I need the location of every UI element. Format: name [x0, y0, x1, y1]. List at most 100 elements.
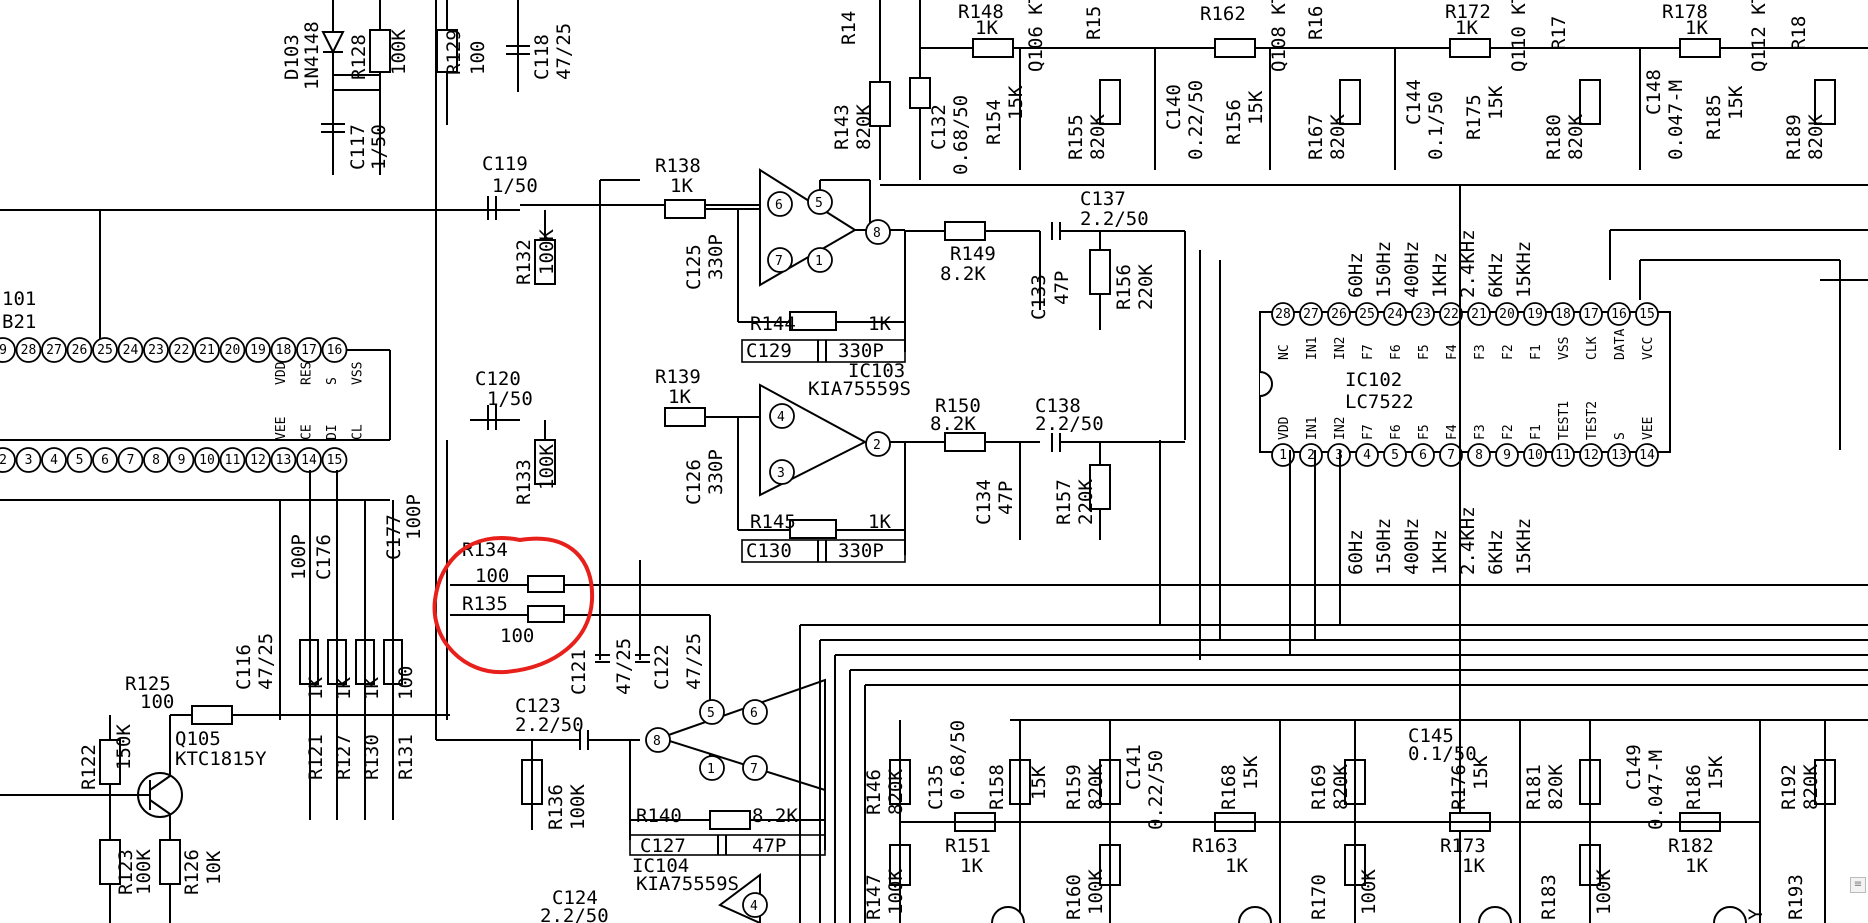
top-right-ladder: R14 R143 820K C132 0.68/50 R148 1K Q106 … — [831, 0, 1868, 186]
r189-value: 820K — [1805, 114, 1827, 160]
r143-ref: R143 — [831, 104, 853, 150]
r138-value: 1K — [670, 175, 693, 197]
resistor-r140 — [709, 810, 751, 830]
r163-ref: R163 — [1192, 835, 1238, 857]
r151-value: 1K — [960, 855, 983, 877]
r122-ref: R122 — [78, 744, 100, 790]
ic103-value: KIA75559S — [808, 378, 911, 400]
ic101-bottom-pin-number: 13 — [276, 453, 292, 468]
r125-ref: R125 — [125, 673, 171, 695]
r183-value: 100K — [1593, 869, 1615, 915]
resistor-r145 — [789, 519, 837, 539]
r193-ref: R193 — [1785, 874, 1807, 920]
r128-value: 100K — [388, 29, 410, 75]
ic102-top-func-label: VSS — [1557, 337, 1572, 360]
c122-value: 47/25 — [683, 633, 705, 690]
ic102-bottom-func-label: TEST2 — [1585, 401, 1600, 440]
ic102-top-pin-circle — [1299, 302, 1323, 326]
c130-value: 330P — [838, 540, 884, 562]
ic104-value: KIA75559S — [636, 873, 739, 895]
resistor-r135 — [527, 605, 565, 623]
c126-value: 330P — [705, 449, 727, 495]
ic102-bottom-pin-number: 4 — [1363, 448, 1371, 463]
ic102-top-pin-number: 23 — [1415, 307, 1431, 322]
r125-value: 100 — [140, 691, 174, 713]
freq-bottom-label: 60Hz — [1345, 529, 1367, 575]
ic101-bottom-pin-number: 14 — [301, 453, 317, 468]
ic102-bottom-pin-number: 5 — [1391, 448, 1399, 463]
r145-value: 1K — [868, 511, 891, 533]
freq-top-label: 150Hz — [1373, 241, 1395, 298]
ic102-bottom-func-label: VDD — [1277, 416, 1292, 440]
ic101-bottom-pin-number: 12 — [250, 453, 266, 468]
ic102-top-pin-number: 22 — [1443, 307, 1459, 322]
r172-value: 1K — [1455, 17, 1478, 39]
ic102-top-pin-number: 21 — [1471, 307, 1487, 322]
ic102-top-func-label: NC — [1277, 344, 1292, 360]
c148-value: 0.047-M — [1665, 80, 1687, 160]
c116-ref: C116 — [233, 644, 255, 690]
ic102-top-func-label: F7 — [1361, 344, 1376, 360]
c116-value: 47/25 — [255, 633, 277, 690]
r180-ref: R180 — [1543, 114, 1565, 160]
q112-partial: Q112 KTC1 — [1748, 0, 1770, 72]
resistor-r138 — [664, 199, 706, 219]
ic102-bottom-func-label: F3 — [1473, 424, 1488, 440]
c117-value: 1/50 — [368, 124, 390, 170]
c138-ref: C138 — [1035, 395, 1081, 417]
ic102-value: LC7522 — [1345, 391, 1414, 413]
top-left-block: D103 1N4148 R128 100K R129 100 C118 47/2… — [281, 0, 575, 175]
ic102-bottom-pin-circle — [1579, 443, 1603, 467]
ic101-top-pin-circle — [0, 337, 16, 363]
ic101-bottom-pin-circle — [321, 447, 348, 473]
r159-ref: R159 — [1063, 764, 1085, 810]
resistor-r149 — [944, 221, 986, 241]
right-y-partial: Y — [1745, 908, 1767, 920]
ic102-top-pin-circle — [1607, 302, 1631, 326]
r129-value: 100 — [467, 41, 489, 75]
resistor-r172 — [1449, 38, 1491, 58]
ic102-bottom-func-label: VEE — [1641, 417, 1656, 440]
c130-ref: C130 — [746, 540, 792, 562]
ic102-bottom-pin-circle — [1467, 443, 1491, 467]
r180-value: 820K — [1565, 114, 1587, 160]
ic101-bottom-pin-circle — [168, 447, 195, 473]
ic102-top-pin-number: 18 — [1555, 307, 1571, 322]
ic101-top-pin-circle — [245, 337, 271, 363]
ic102-bottom-pin-circle — [1411, 443, 1435, 467]
r169-ref: R169 — [1308, 764, 1330, 810]
c118-ref: C118 — [531, 34, 553, 80]
ic103a-pin-1: 1 — [815, 254, 823, 269]
ic102-top-pin-circle — [1411, 302, 1435, 326]
c123-ref: C123 — [515, 695, 561, 717]
resistor-r167 — [1339, 79, 1361, 125]
c125-value: 330P — [705, 234, 727, 280]
ic102-top-func-label: DATA — [1613, 329, 1628, 360]
resistor-r128 — [369, 29, 391, 73]
r173-ref: R173 — [1440, 835, 1486, 857]
ic104-block: C121 47/25 C122 47/25 C123 2.2/50 R136 1… — [436, 560, 826, 923]
ic101-partial-b: B21 — [2, 311, 36, 333]
r150-ref: R150 — [935, 395, 981, 417]
r135-ref: R135 — [462, 593, 508, 615]
freq-top-label: 60Hz — [1345, 252, 1367, 298]
highlight-circle — [432, 536, 595, 675]
r149-ref: R149 — [950, 243, 996, 265]
resistor-r189 — [1814, 79, 1836, 125]
r183-ref: R183 — [1538, 874, 1560, 920]
ic101-top-pin-number: 19 — [250, 343, 266, 358]
r175-value: 15K — [1485, 85, 1507, 120]
ic102-top-func-label: F6 — [1389, 344, 1404, 360]
r173-value: 1K — [1462, 855, 1485, 877]
ic102-bottom-func-label: F6 — [1389, 424, 1404, 440]
r139-value: 1K — [668, 386, 691, 408]
c149-ref: C149 — [1623, 744, 1645, 790]
ic101-bottom-pin-number: 6 — [101, 453, 109, 468]
resistor-r178 — [1679, 38, 1721, 58]
scroll-resize-grip[interactable]: ≡ — [1850, 877, 1866, 893]
q110-partial: Q110 KTC1 — [1508, 0, 1530, 72]
r130-ref: R130 — [361, 734, 383, 780]
q108-partial: Q108 KTC1 — [1268, 0, 1290, 72]
ic102-bottom-pin-circle — [1439, 443, 1463, 467]
c141-ref: C141 — [1123, 744, 1145, 790]
